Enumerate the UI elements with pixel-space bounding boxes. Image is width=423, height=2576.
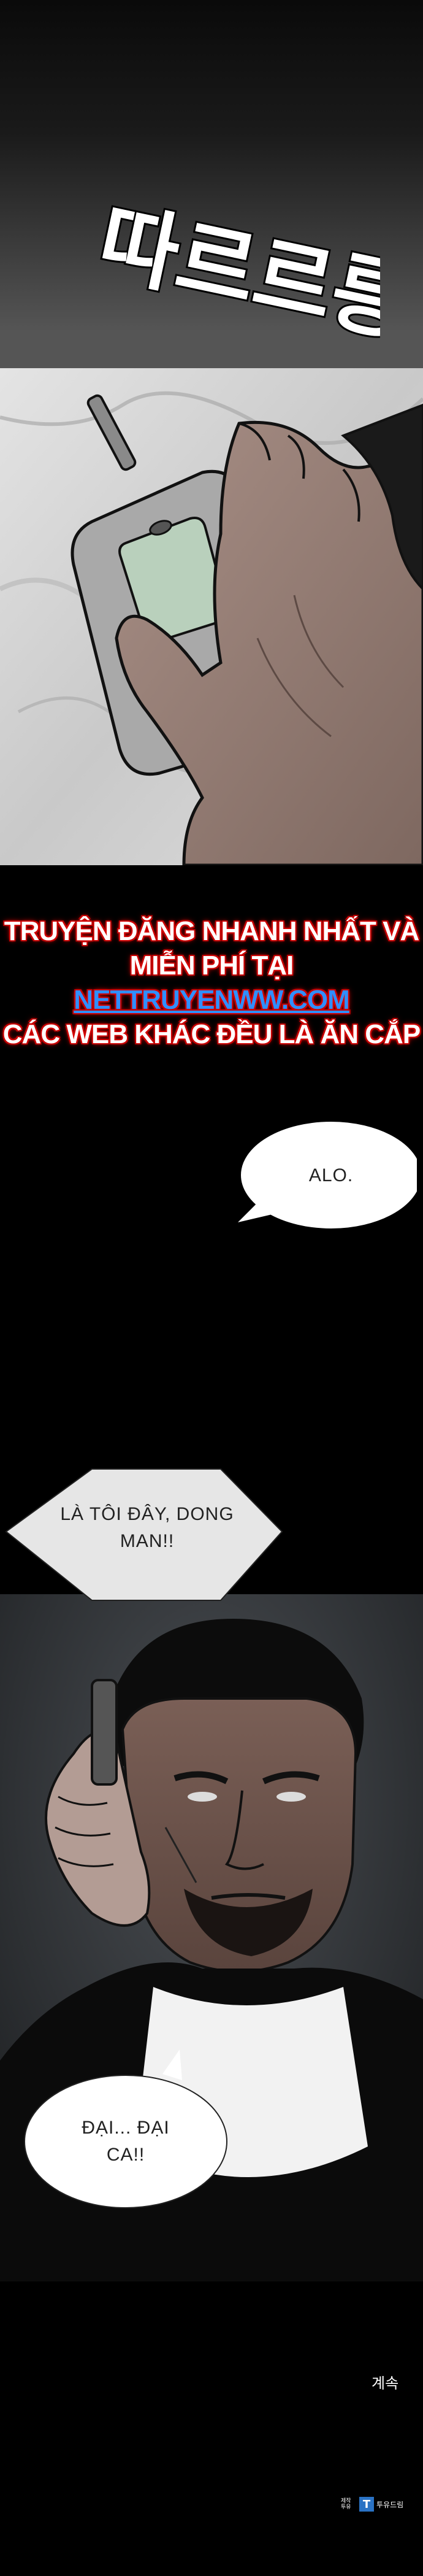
banner-line-3: CÁC WEB KHÁC ĐỀU LÀ ĂN CẮP — [2, 1019, 421, 1049]
speech-bubble-dai-ca-line-2: CA!! — [106, 2145, 145, 2165]
studio-credit: 제작 투유 T 투유드림 — [341, 2495, 403, 2513]
speech-bubble-dong-man — [5, 1468, 283, 1601]
ringing-sound-effect: 따르르릉 — [92, 202, 380, 357]
speech-bubble-dai-ca — [24, 2050, 227, 2208]
speech-bubble-dong-man-text: LÀ TÔI ĐÂY, DONG MAN!! — [25, 1501, 270, 1555]
panel-dark-sky — [0, 0, 423, 331]
studio-logo-icon: T — [359, 2497, 374, 2512]
banner-line-1: TRUYỆN ĐĂNG NHANH NHẤT VÀ — [4, 916, 420, 946]
panel-phone-hand — [0, 331, 423, 865]
credit-small-text: 제작 투유 — [341, 2498, 351, 2510]
site-banner: TRUYỆN ĐĂNG NHANH NHẤT VÀ MIỄN PHÍ TẠI N… — [0, 914, 423, 1052]
continue-label: 계속 — [372, 2375, 399, 2392]
speech-bubble-dong-man-line-2: MAN!! — [120, 1531, 175, 1551]
speech-bubble-dai-ca-line-1: ĐẠI... ĐẠI — [82, 2118, 170, 2138]
speech-bubble-dai-ca-text: ĐẠI... ĐẠI CA!! — [25, 2115, 227, 2169]
speech-bubble-dong-man-line-1: LÀ TÔI ĐÂY, DONG — [60, 1504, 234, 1524]
banner-line-2-prefix: MIỄN PHÍ TẠI — [129, 951, 294, 981]
banner-line-2: MIỄN PHÍ TẠI NETTRUYENWW.COM — [0, 949, 423, 1017]
banner-site-link[interactable]: NETTRUYENWW.COM — [74, 985, 349, 1015]
studio-name: 투유드림 — [376, 2500, 404, 2509]
phone-hand-illustration — [0, 331, 423, 865]
speech-bubble-alo — [238, 1120, 417, 1230]
svg-text:따르르릉: 따르르릉 — [92, 202, 380, 355]
speech-bubble-alo-text: ALO. — [308, 1165, 354, 1186]
